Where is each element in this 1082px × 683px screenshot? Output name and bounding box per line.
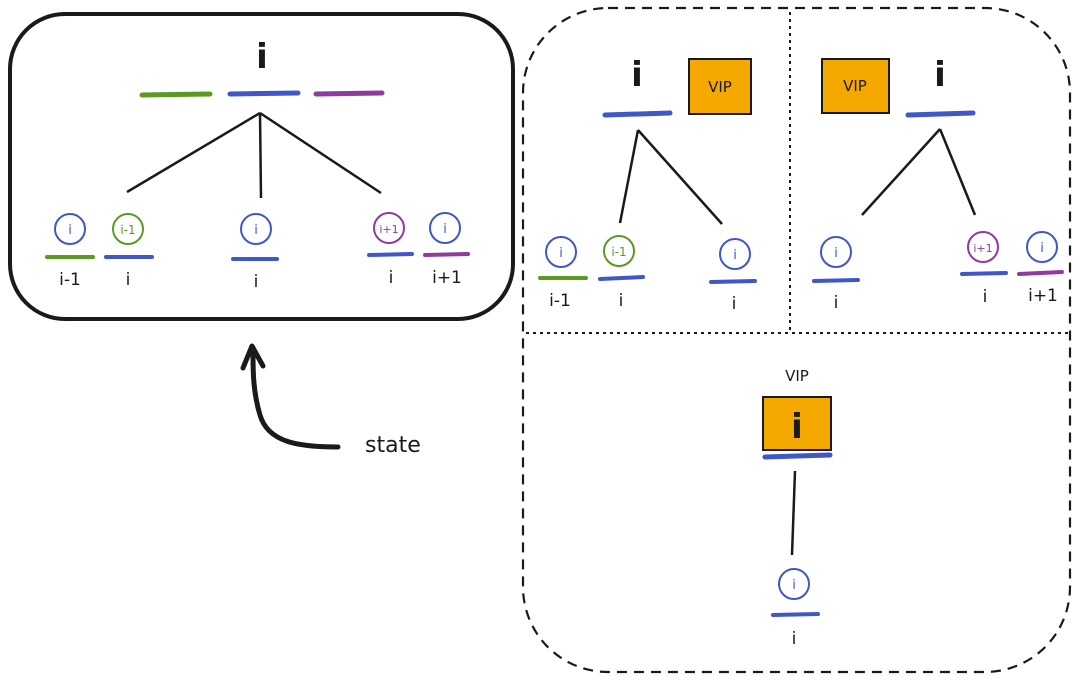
case-left-child-3-label: i bbox=[732, 294, 737, 314]
case-left-child-1-circle-text: i bbox=[559, 246, 563, 261]
state-child-4-circle-text: i+1 bbox=[379, 223, 398, 236]
state-arrow-head bbox=[240, 343, 266, 371]
case-left-child-2-circle-text: i-1 bbox=[611, 245, 626, 259]
case-right-edge bbox=[861, 128, 941, 216]
case-bottom-edge bbox=[790, 470, 797, 556]
case-left-root-bar bbox=[602, 110, 673, 118]
state-edge bbox=[126, 111, 261, 194]
state-child-3-circle bbox=[240, 213, 272, 245]
cases-panel: i VIP i i-1 i-1 i i i VIP i bbox=[521, 6, 1072, 674]
state-child-3-label: i bbox=[254, 272, 259, 292]
case-right-child-2-circle-text: i+1 bbox=[973, 242, 992, 255]
case-left-child-3-circle-text: i bbox=[733, 248, 737, 263]
case-right-child-1-bar bbox=[812, 278, 860, 283]
case-left-edge bbox=[618, 129, 640, 224]
case-right-child-2-bar bbox=[960, 271, 1008, 276]
case-left-child-2-bar bbox=[598, 275, 645, 281]
case-right-child-1-label: i bbox=[834, 293, 839, 313]
case-right-child-2-label: i bbox=[983, 287, 988, 307]
case-bottom-vip-caption: VIP bbox=[785, 367, 809, 385]
state-child-5-bar bbox=[423, 252, 470, 257]
case-right-child-1-circle-text: i bbox=[834, 246, 838, 261]
case-bottom-child-circle bbox=[778, 568, 810, 600]
case-right-child-3-circle-text: i bbox=[1040, 241, 1044, 256]
case-left-child-1-circle bbox=[545, 236, 577, 268]
case-bottom-child-bar bbox=[771, 612, 820, 617]
case-right: VIP i i i i+1 i i i+1 bbox=[812, 55, 1064, 313]
state-child-2-label: i bbox=[126, 270, 131, 290]
case-bottom-root-bar bbox=[762, 452, 833, 460]
case-bottom-vip-box bbox=[762, 396, 832, 451]
case-right-child-3-circle bbox=[1026, 231, 1058, 263]
case-right-edge bbox=[938, 128, 977, 216]
case-left-vip-box bbox=[688, 58, 752, 115]
state-arrow bbox=[250, 350, 341, 450]
state-child-4-circle bbox=[373, 212, 405, 244]
case-bottom-root-label: i bbox=[791, 407, 803, 447]
case-bottom: VIP i i i bbox=[762, 367, 833, 649]
case-left-child-2-label: i bbox=[619, 291, 624, 311]
state-child-4-bar bbox=[367, 252, 414, 257]
state-child-2-circle bbox=[112, 213, 144, 245]
state-annotation-label: state bbox=[365, 433, 421, 458]
case-left-child-1-label: i-1 bbox=[549, 291, 571, 311]
case-left-edge bbox=[637, 129, 723, 225]
state-child-3-circle-text: i bbox=[254, 223, 258, 238]
case-right-root-bar bbox=[905, 110, 976, 118]
state-bar-blue bbox=[227, 90, 301, 97]
state-edge bbox=[258, 112, 263, 199]
case-left-child-3-circle bbox=[719, 238, 751, 270]
case-left-vip-label: VIP bbox=[708, 78, 732, 96]
state-root-label: i bbox=[256, 37, 268, 77]
state-edge bbox=[259, 111, 382, 195]
state-child-5-circle-text: i bbox=[443, 222, 447, 237]
case-right-child-3-bar bbox=[1017, 270, 1064, 276]
case-right-child-2-circle bbox=[967, 231, 999, 263]
state-bar-green bbox=[139, 91, 213, 98]
case-right-vip-box bbox=[821, 58, 890, 114]
state-child-5-label: i+1 bbox=[432, 268, 462, 288]
state-child-5-circle bbox=[429, 212, 461, 244]
case-left: i VIP i i-1 i-1 i i i bbox=[538, 55, 757, 314]
cases-panel-border bbox=[521, 6, 1072, 674]
state-panel-border bbox=[8, 12, 515, 321]
case-left-root-label: i bbox=[631, 55, 643, 95]
state-child-1-label: i-1 bbox=[59, 270, 81, 290]
state-child-2-circle-text: i-1 bbox=[120, 223, 135, 237]
state-child-4-label: i bbox=[389, 268, 394, 288]
case-right-child-3-label: i+1 bbox=[1028, 286, 1058, 306]
state-bar-purple bbox=[313, 90, 385, 97]
case-left-child-2-circle bbox=[603, 235, 635, 267]
case-right-vip-label: VIP bbox=[843, 77, 867, 95]
case-bottom-child-circle-text: i bbox=[792, 578, 796, 593]
case-right-child-1-circle bbox=[820, 236, 852, 268]
case-right-root-label: i bbox=[934, 55, 946, 95]
state-child-1-circle-text: i bbox=[68, 223, 72, 238]
case-left-child-3-bar bbox=[709, 279, 757, 284]
state-panel: i i i-1 i-1 i i i i+1 i i i+1 bbox=[8, 12, 515, 321]
case-bottom-child-label: i bbox=[792, 629, 797, 649]
state-child-1-circle bbox=[54, 213, 86, 245]
state-annotation: state bbox=[240, 343, 421, 458]
